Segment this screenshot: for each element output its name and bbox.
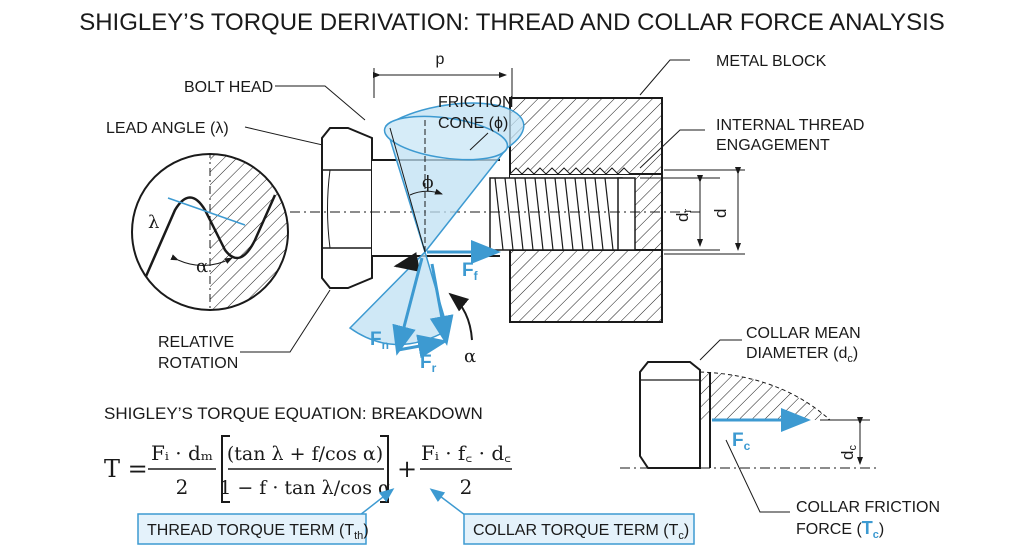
fraction2-numerator: Fᵢ · f꜀ · d꜀ <box>421 441 511 465</box>
diagram-title: SHIGLEY’S TORQUE DERIVATION: THREAD AND … <box>79 9 945 36</box>
diameter-dimensions: dr d <box>640 167 745 255</box>
metal-block-leader <box>639 59 690 96</box>
fc-force-label: Fc <box>732 430 751 453</box>
metal-block-label: METAL BLOCK <box>716 53 827 70</box>
force-vectors <box>392 240 501 359</box>
fraction1-denominator: 2 <box>176 475 189 499</box>
thread-term-label: THREAD TORQUE TERM (Tth) <box>147 522 369 542</box>
friction-cone-leader <box>469 132 489 151</box>
fraction2-denominator: 2 <box>460 475 473 499</box>
internal-thread-label-line1: INTERNAL THREAD <box>716 117 864 134</box>
dc-label: dc <box>838 445 859 460</box>
fraction1-numerator: Fᵢ · dₘ <box>151 441 213 465</box>
left-bracket <box>221 435 230 503</box>
collar-term-label: COLLAR TORQUE TERM (Tc) <box>473 522 689 542</box>
collar-friction-leader <box>725 439 790 513</box>
fr-force-label: Fr <box>420 352 437 375</box>
d-label: d <box>711 209 730 218</box>
collar-term-pointer <box>429 488 466 516</box>
internal-thread-label-line2: ENGAGEMENT <box>716 137 830 154</box>
detail-lambda-symbol: λ <box>148 212 159 233</box>
bracket-numerator: (tan λ + f/cos α) <box>227 443 383 465</box>
friction-cone-label-line2: CONE (ϕ) <box>438 115 508 132</box>
thread-term-pointer <box>359 488 395 516</box>
relative-rotation-label-line1: RELATIVE <box>158 334 234 351</box>
thread-term-box <box>137 513 367 545</box>
bolt-head-leader <box>275 85 366 121</box>
collar-detail <box>620 361 880 469</box>
friction-cone-label-line1: FRICTION <box>438 94 514 111</box>
collar-friction-label-line2: FORCE (Tc) <box>796 518 884 541</box>
alpha-angle-symbol: α <box>464 346 476 367</box>
torque-equation: SHIGLEY’S TORQUE EQUATION: BREAKDOWN T =… <box>104 404 695 545</box>
internal-thread-leader <box>639 129 705 169</box>
relative-rotation-label-line2: ROTATION <box>158 355 238 372</box>
collar-friction-label-line1: COLLAR FRICTION <box>796 499 940 516</box>
bolt-head-label: BOLT HEAD <box>184 79 273 96</box>
detail-alpha-symbol: α <box>196 256 208 277</box>
bracket-denominator: 1 − f · tan λ/cos α <box>219 477 391 499</box>
collar-mean-label-line1: COLLAR MEAN <box>746 325 861 342</box>
ff-force-label: Ff <box>462 260 479 283</box>
equation-lhs: T = <box>104 455 148 483</box>
thread-detail-circle: λ α <box>131 153 289 311</box>
fn-force-label: Fn <box>370 329 389 352</box>
equation-heading: SHIGLEY’S TORQUE EQUATION: BREAKDOWN <box>104 404 483 423</box>
pitch-label: p <box>436 51 445 68</box>
relative-rotation-leader <box>240 289 331 353</box>
collar-term-box <box>463 513 695 545</box>
friction-cone: ϕ <box>348 102 525 346</box>
pitch-dimension: p <box>373 51 513 98</box>
dr-label: dr <box>673 209 694 222</box>
collar-mean-leader <box>699 339 742 361</box>
lead-angle-label: LEAD ANGLE (λ) <box>106 120 229 137</box>
phi-angle-symbol: ϕ <box>422 173 434 193</box>
collar-mean-label-line2: DIAMETER (dc) <box>746 345 858 365</box>
equation-plus: + <box>397 455 417 483</box>
